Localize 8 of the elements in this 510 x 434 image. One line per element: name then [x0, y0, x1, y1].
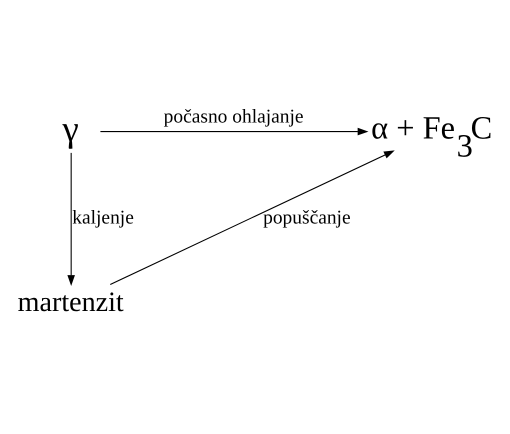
edge-label: počasno ohlajanje [163, 106, 304, 128]
node-text: martenzit [17, 286, 124, 318]
node-text: γ [62, 108, 78, 149]
arrow [100, 128, 368, 136]
arrow [66, 152, 74, 286]
arrow [110, 150, 394, 285]
edge-label: popuščanje [262, 207, 350, 228]
edge-label: kaljenje [72, 207, 134, 228]
